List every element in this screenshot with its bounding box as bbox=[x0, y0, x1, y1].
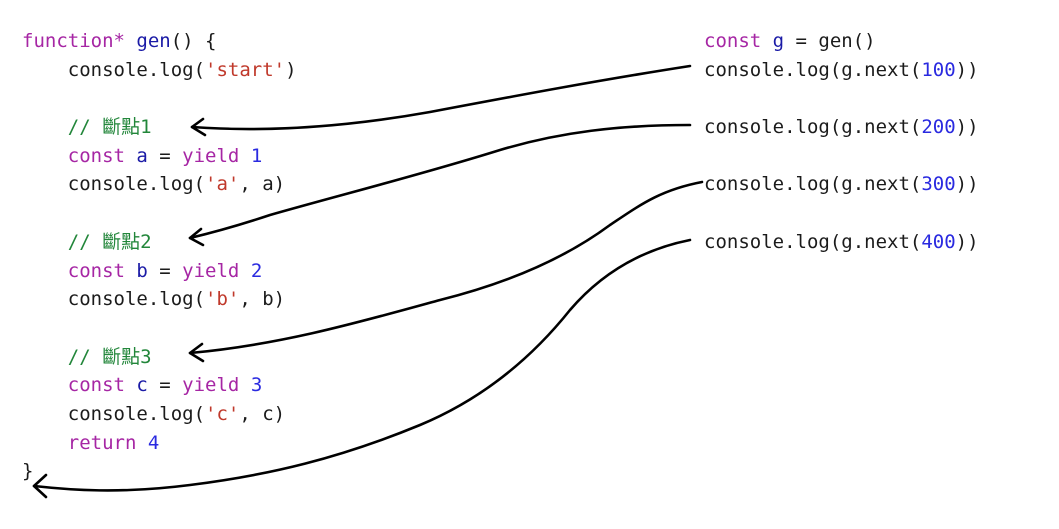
breakpoint-comment-line: // 斷點3 bbox=[22, 343, 297, 372]
code-token: = bbox=[147, 144, 183, 167]
code-token: yield bbox=[182, 144, 251, 167]
code-line: console.log('b', b) bbox=[22, 285, 297, 314]
code-token: 'c' bbox=[205, 402, 240, 425]
code-line: const b = yield 2 bbox=[22, 257, 297, 286]
code-line: console.log('c', c) bbox=[22, 400, 297, 429]
blank-line bbox=[22, 314, 297, 343]
code-line: return 4 bbox=[22, 429, 297, 458]
code-token: 'b' bbox=[205, 288, 240, 311]
blank-line bbox=[704, 142, 979, 171]
code-token: const bbox=[22, 259, 137, 282]
code-token: 3 bbox=[250, 374, 263, 397]
code-token: const bbox=[22, 144, 137, 167]
code-line: function* gen() { bbox=[22, 27, 297, 56]
code-token: return bbox=[22, 431, 148, 454]
code-token: 4 bbox=[147, 431, 160, 454]
code-token: console.log( bbox=[22, 173, 206, 196]
code-token: console.log( bbox=[22, 402, 206, 425]
breakpoint-comment-line: // 斷點2 bbox=[22, 228, 297, 257]
code-token: 300 bbox=[921, 173, 956, 196]
code-token: = bbox=[147, 259, 183, 282]
caller-code-line: const g = gen() bbox=[704, 27, 979, 56]
code-token: const bbox=[22, 374, 137, 397]
caller-code-line: console.log(g.next(300)) bbox=[704, 170, 979, 199]
code-token: yield bbox=[182, 259, 251, 282]
caller-code-line: console.log(g.next(100)) bbox=[704, 56, 979, 85]
blank-line bbox=[704, 84, 979, 113]
code-token: )) bbox=[955, 230, 979, 253]
code-token: console.log(g.next( bbox=[704, 116, 922, 139]
code-token: ) bbox=[285, 58, 297, 81]
code-token: console.log(g.next( bbox=[704, 230, 922, 253]
code-token: a bbox=[136, 144, 148, 167]
code-token: b bbox=[136, 259, 148, 282]
code-line: const a = yield 1 bbox=[22, 142, 297, 171]
code-token: , a) bbox=[239, 173, 286, 196]
code-token: // 斷點2 bbox=[22, 230, 152, 253]
blank-line bbox=[704, 199, 979, 228]
code-line: console.log('start') bbox=[22, 56, 297, 85]
code-token: c bbox=[136, 374, 148, 397]
code-token: // 斷點1 bbox=[22, 116, 152, 139]
code-token: () { bbox=[170, 30, 217, 52]
code-token: } bbox=[22, 460, 34, 483]
code-token: , b) bbox=[239, 288, 286, 311]
code-line: } bbox=[22, 457, 297, 486]
code-token: console.log(g.next( bbox=[704, 173, 922, 196]
code-token: // 斷點3 bbox=[22, 345, 152, 368]
code-token: 100 bbox=[921, 58, 956, 81]
code-token: , c) bbox=[239, 402, 286, 425]
code-token: yield bbox=[182, 374, 251, 397]
code-token: console.log( bbox=[22, 58, 206, 81]
code-token: = gen() bbox=[784, 30, 876, 52]
code-token: )) bbox=[955, 173, 979, 196]
code-line: console.log('a', a) bbox=[22, 170, 297, 199]
code-token: 400 bbox=[921, 230, 956, 253]
code-token: 'start' bbox=[205, 58, 286, 81]
code-token: )) bbox=[955, 116, 979, 139]
generator-code-block: function* gen() { console.log('start') /… bbox=[22, 27, 297, 486]
code-token: console.log(g.next( bbox=[704, 58, 922, 81]
blank-line bbox=[22, 199, 297, 228]
code-token: g bbox=[772, 30, 785, 52]
code-token: = bbox=[147, 374, 183, 397]
caller-code-block: const g = gen()console.log(g.next(100)) … bbox=[704, 27, 979, 257]
breakpoint-comment-line: // 斷點1 bbox=[22, 113, 297, 142]
code-token: 'a' bbox=[205, 173, 240, 196]
caller-code-line: console.log(g.next(200)) bbox=[704, 113, 979, 142]
code-token: console.log( bbox=[22, 288, 206, 311]
code-token: gen bbox=[136, 30, 171, 52]
code-token: 2 bbox=[250, 259, 263, 282]
code-line: const c = yield 3 bbox=[22, 371, 297, 400]
code-token: const bbox=[704, 30, 773, 52]
code-token: function* bbox=[22, 30, 137, 52]
code-token: 200 bbox=[921, 116, 956, 139]
blank-line bbox=[22, 84, 297, 113]
code-token: 1 bbox=[250, 144, 263, 167]
code-token: )) bbox=[955, 58, 979, 81]
caller-code-line: console.log(g.next(400)) bbox=[704, 228, 979, 257]
